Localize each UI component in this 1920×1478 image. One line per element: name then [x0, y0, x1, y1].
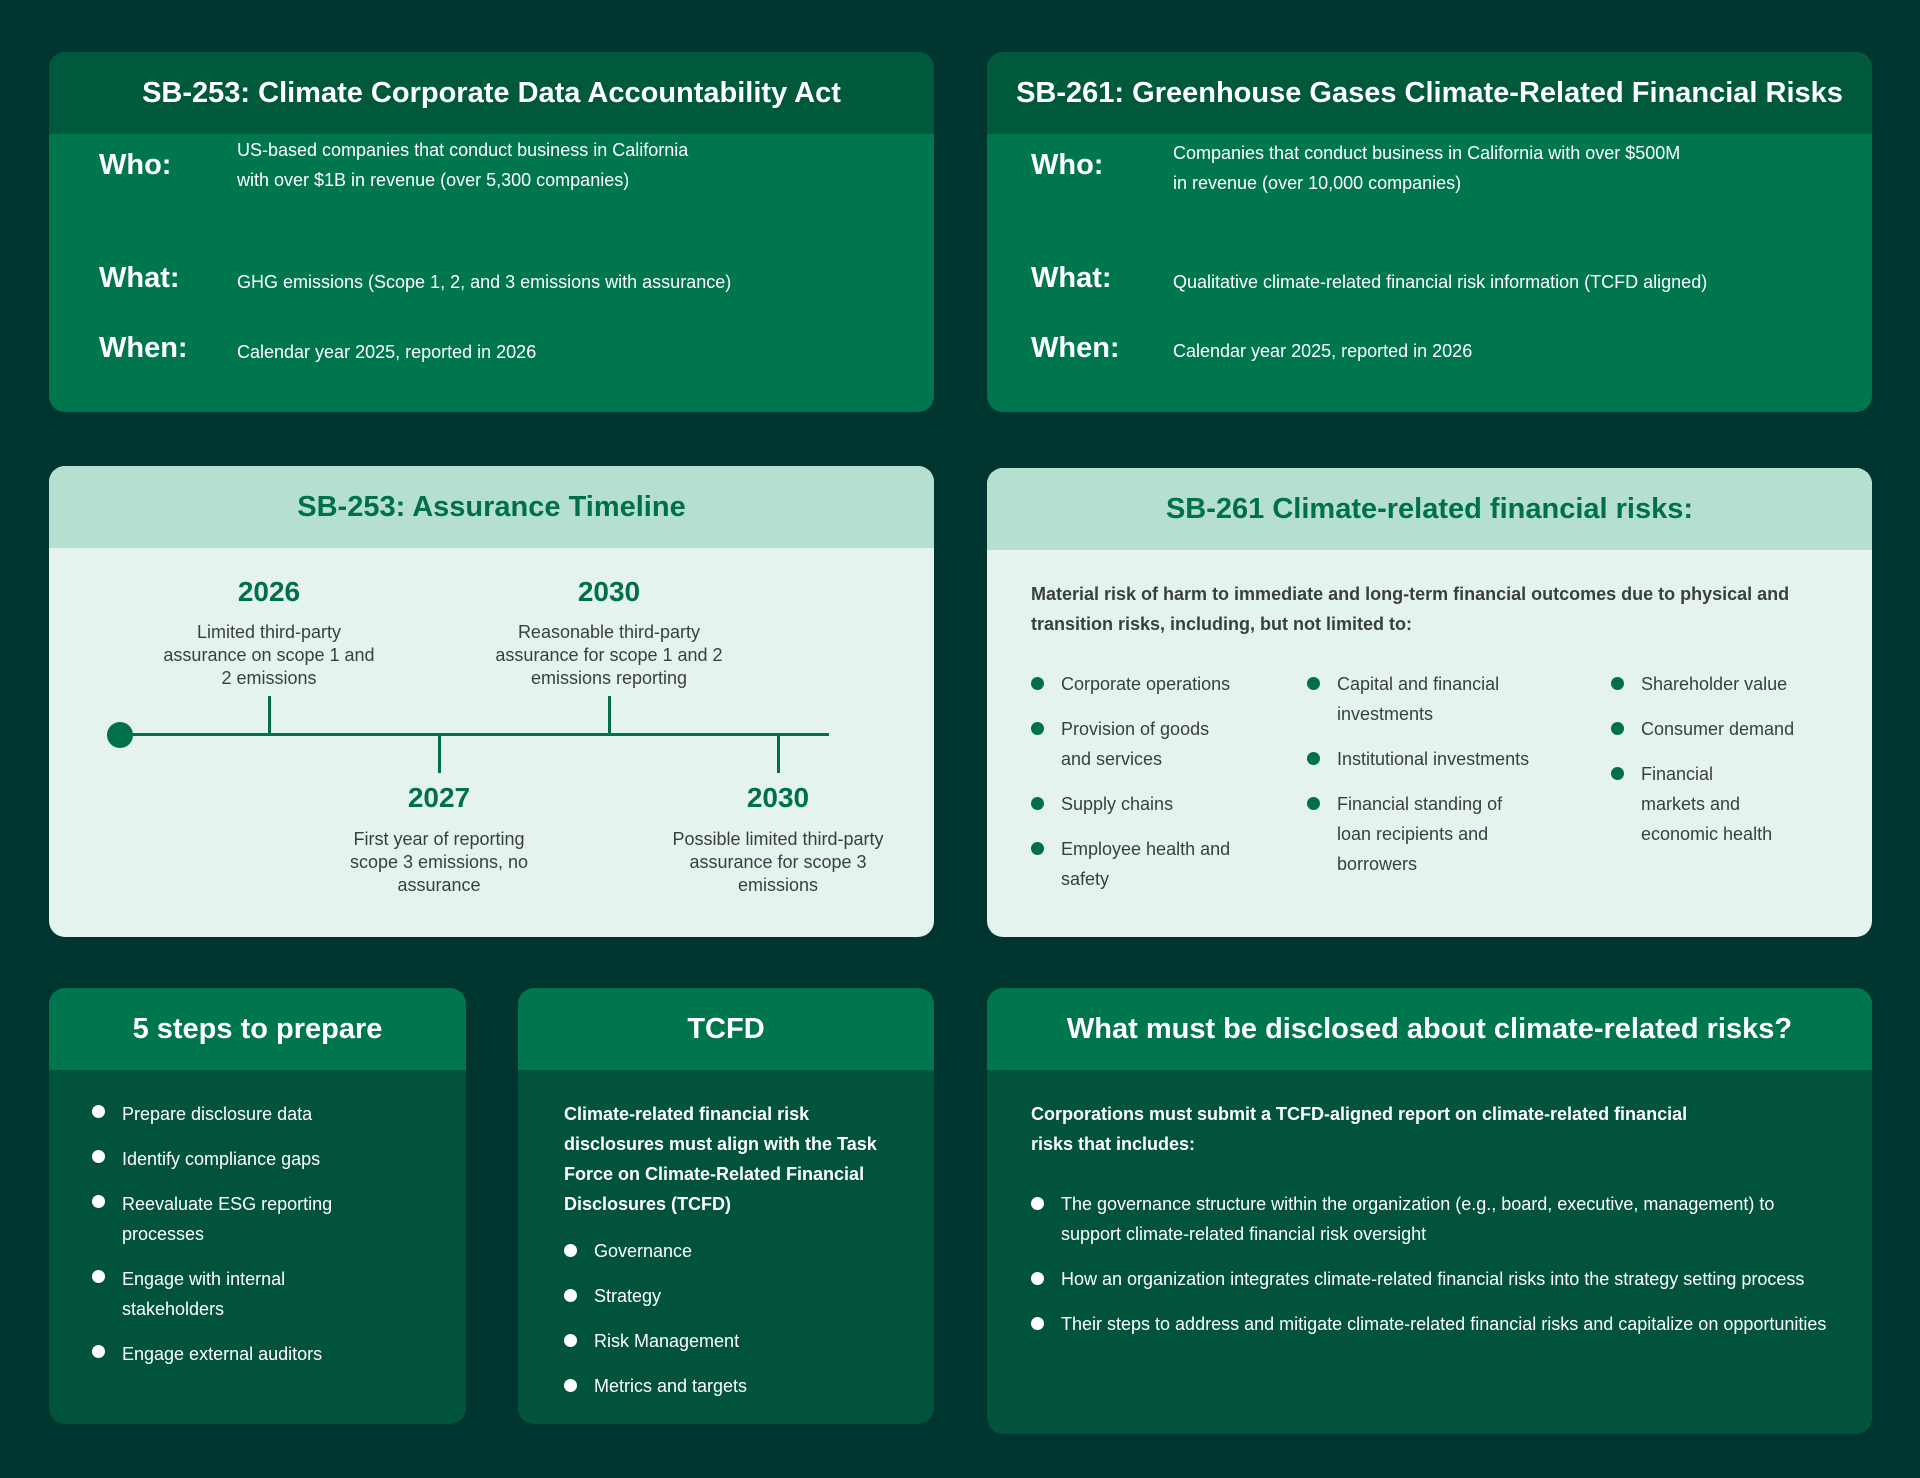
risk-item: Supply chains	[1031, 789, 1271, 819]
disclose-item: Their steps to address and mitigate clim…	[1031, 1309, 1831, 1339]
tcfd-list: Governance Strategy Risk Management Metr…	[564, 1236, 904, 1416]
bullet-icon	[1031, 722, 1044, 735]
risk-item: Financial standing of loan recipients an…	[1307, 789, 1567, 879]
sb253-title: SB-253: Climate Corporate Data Accountab…	[49, 52, 934, 134]
bullet-icon	[92, 1345, 105, 1358]
milestone-desc: Possible limited third-party assurance f…	[672, 829, 884, 895]
risks-intro: Material risk of harm to immediate and l…	[1031, 584, 1790, 634]
bullet-icon	[92, 1270, 105, 1283]
risk-item: Shareholder value	[1611, 669, 1841, 699]
risks-title: SB-261 Climate-related financial risks:	[987, 468, 1872, 550]
bullet-icon	[1611, 767, 1624, 780]
sb261-what-label: What:	[1031, 262, 1112, 294]
sb261-when-label: When:	[1031, 332, 1120, 364]
steps-list: Prepare disclosure data Identify complia…	[92, 1099, 432, 1384]
step-item: Engage with internal stakeholders	[92, 1264, 432, 1324]
bullet-icon	[92, 1150, 105, 1163]
disclose-title: What must be disclosed about climate-rel…	[987, 988, 1872, 1070]
sb261-when-text: Calendar year 2025, reported in 2026	[1173, 341, 1473, 361]
step-item: Prepare disclosure data	[92, 1099, 432, 1129]
disclose-list: The governance structure within the orga…	[1031, 1189, 1831, 1354]
timeline-tick-2030b	[777, 733, 780, 773]
risk-item: Employee health and safety	[1031, 834, 1271, 894]
bullet-icon	[92, 1105, 105, 1118]
sb261-title: SB-261: Greenhouse Gases Climate-Related…	[987, 52, 1872, 134]
bullet-icon	[1031, 842, 1044, 855]
tcfd-intro: Climate-related financial risk disclosur…	[564, 1104, 877, 1214]
bullet-icon	[92, 1195, 105, 1208]
milestone-year: 2026	[237, 576, 301, 607]
tcfd-item: Governance	[564, 1236, 904, 1266]
bullet-icon	[564, 1244, 577, 1257]
tcfd-card: TCFD Climate-related financial risk disc…	[518, 988, 934, 1424]
step-item: Engage external auditors	[92, 1339, 432, 1369]
step-item: Identify compliance gaps	[92, 1144, 432, 1174]
timeline-card: SB-253: Assurance Timeline 2026 Limited …	[49, 466, 934, 937]
tcfd-item: Metrics and targets	[564, 1371, 904, 1401]
sb253-what-label: What:	[99, 262, 180, 294]
timeline-axis	[119, 733, 829, 736]
bullet-icon	[564, 1379, 577, 1392]
timeline-tick-2027	[438, 733, 441, 773]
risk-item: Provision of goods and services	[1031, 714, 1271, 774]
risk-item: Institutional investments	[1307, 744, 1567, 774]
risks-col2: Capital and financial investments Instit…	[1307, 669, 1567, 894]
milestone-desc: Reasonable third-party assurance for sco…	[495, 622, 723, 688]
risk-item: Financial markets and economic health	[1611, 759, 1841, 849]
sb253-when-label: When:	[99, 332, 188, 364]
disclose-intro: Corporations must submit a TCFD-aligned …	[1031, 1104, 1688, 1154]
risks-card: SB-261 Climate-related financial risks: …	[987, 468, 1872, 937]
sb253-who-label: Who:	[99, 149, 172, 181]
bullet-icon	[1307, 677, 1320, 690]
sb253-card: SB-253: Climate Corporate Data Accountab…	[49, 52, 934, 412]
bullet-icon	[1031, 677, 1044, 690]
steps-card: 5 steps to prepare Prepare disclosure da…	[49, 988, 466, 1424]
milestone-desc: Limited third-party assurance on scope 1…	[163, 622, 375, 688]
timeline-tick-2026	[268, 696, 271, 736]
risk-item: Capital and financial investments	[1307, 669, 1567, 729]
steps-title: 5 steps to prepare	[49, 988, 466, 1070]
sb253-who-text: US-based companies that conduct business…	[237, 140, 689, 190]
sb253-when-text: Calendar year 2025, reported in 2026	[237, 342, 537, 362]
disclose-card: What must be disclosed about climate-rel…	[987, 988, 1872, 1434]
disclose-item: How an organization integrates climate-r…	[1031, 1264, 1831, 1294]
disclose-item: The governance structure within the orga…	[1031, 1189, 1831, 1249]
bullet-icon	[1031, 1272, 1044, 1285]
tcfd-item: Risk Management	[564, 1326, 904, 1356]
risks-col3: Shareholder value Consumer demand Financ…	[1611, 669, 1841, 864]
timeline-tick-2030a	[608, 696, 611, 736]
step-item: Reevaluate ESG reporting processes	[92, 1189, 432, 1249]
risks-col1: Corporate operations Provision of goods …	[1031, 669, 1271, 909]
milestone-desc: First year of reporting scope 3 emission…	[349, 829, 529, 895]
bullet-icon	[1611, 677, 1624, 690]
bullet-icon	[1031, 1197, 1044, 1210]
bullet-icon	[1307, 797, 1320, 810]
sb261-what-text: Qualitative climate-related financial ri…	[1173, 272, 1708, 292]
milestone-year: 2030	[577, 576, 641, 607]
tcfd-item: Strategy	[564, 1281, 904, 1311]
bullet-icon	[1611, 722, 1624, 735]
risk-item: Corporate operations	[1031, 669, 1271, 699]
bullet-icon	[1031, 1317, 1044, 1330]
sb261-who-text: Companies that conduct business in Calif…	[1173, 143, 1681, 193]
bullet-icon	[564, 1334, 577, 1347]
tcfd-title: TCFD	[518, 988, 934, 1070]
sb261-card: SB-261: Greenhouse Gases Climate-Related…	[987, 52, 1872, 412]
risk-item: Consumer demand	[1611, 714, 1841, 744]
timeline-title: SB-253: Assurance Timeline	[49, 466, 934, 548]
sb261-who-label: Who:	[1031, 149, 1104, 181]
milestone-year: 2030	[746, 782, 810, 813]
milestone-year: 2027	[407, 782, 471, 813]
bullet-icon	[1307, 752, 1320, 765]
bullet-icon	[564, 1289, 577, 1302]
sb253-what-text: GHG emissions (Scope 1, 2, and 3 emissio…	[237, 272, 732, 292]
bullet-icon	[1031, 797, 1044, 810]
